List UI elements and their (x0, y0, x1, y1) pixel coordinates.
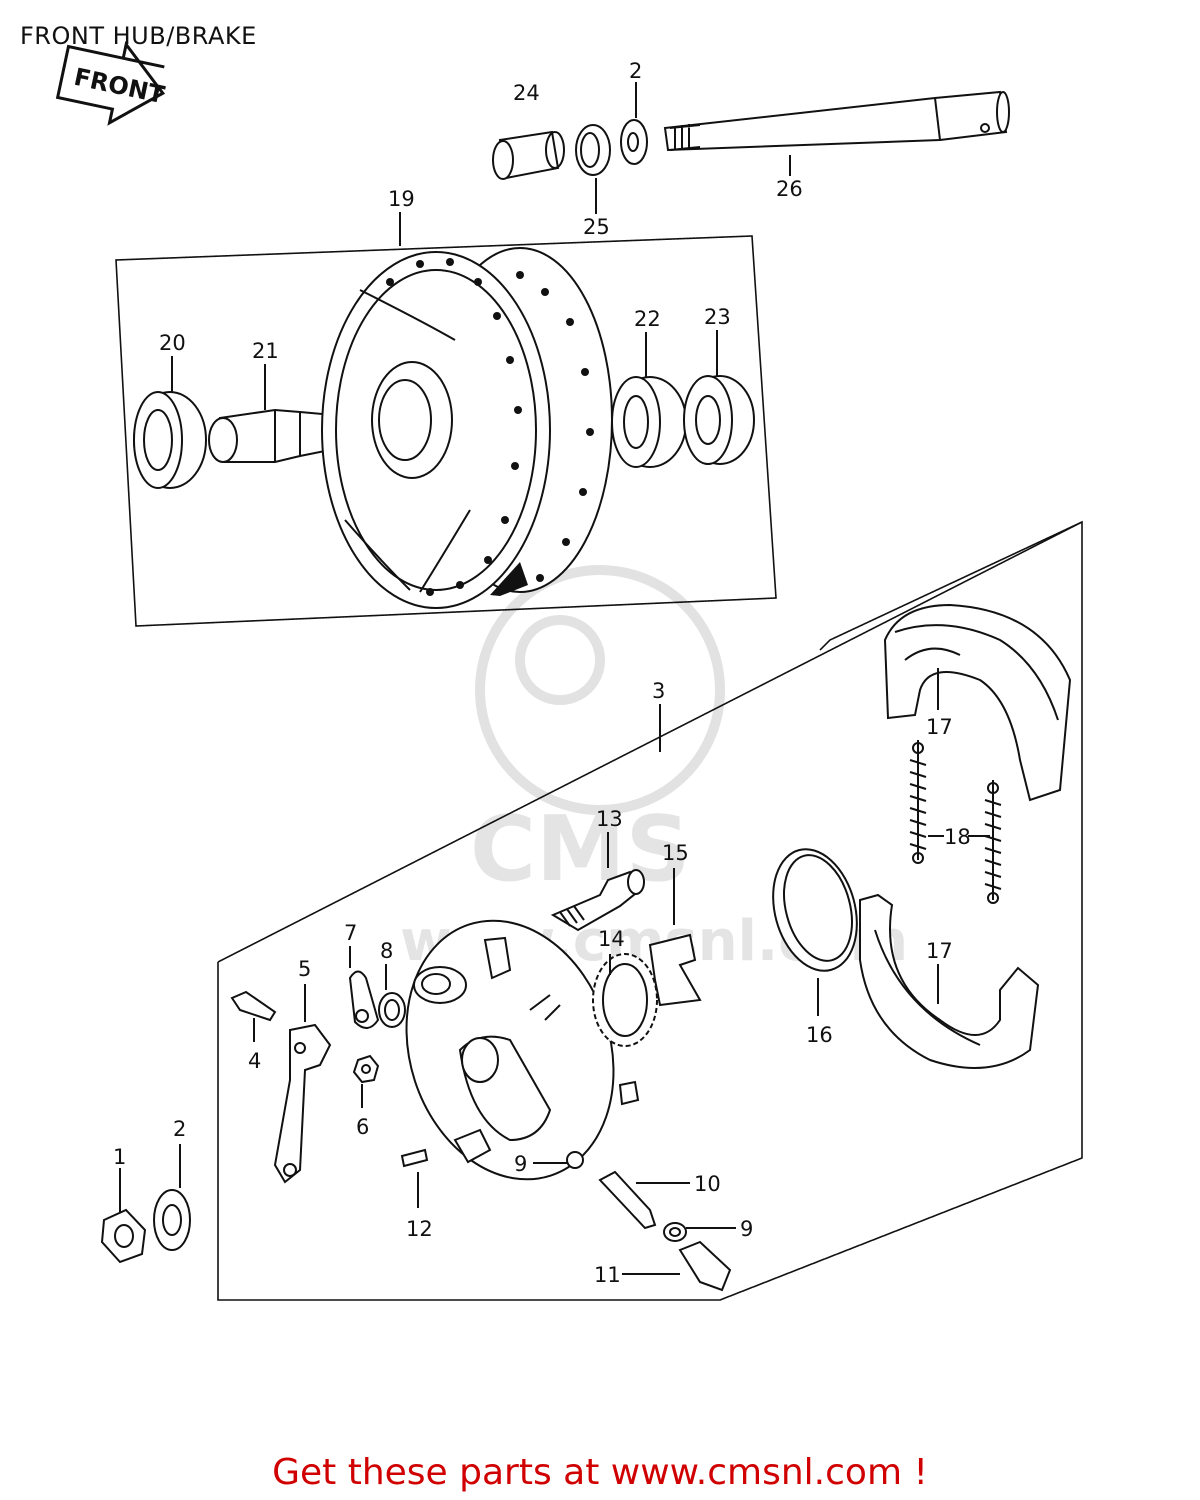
callout-10: 10 (694, 1172, 721, 1196)
part-17-brake-shoe-top (883, 603, 1072, 802)
brake-assembly-frame (217, 520, 1083, 1301)
callout-24: 24 (513, 81, 540, 105)
shop-link-footer[interactable]: Get these parts at www.cmsnl.com ! (272, 1452, 928, 1493)
callout-13: 13 (596, 807, 623, 831)
callout-22: 22 (634, 307, 661, 331)
part-6-nut (352, 1054, 380, 1084)
callout-26: 26 (776, 177, 803, 201)
callout-17-bottom: 17 (926, 939, 953, 963)
callout-15: 15 (662, 841, 689, 865)
part-13-gear-shaft (550, 869, 645, 932)
leader-lines (119, 82, 990, 1275)
part-8-o-ring (378, 992, 406, 1028)
part-19-hub (321, 247, 613, 609)
callout-6: 6 (356, 1115, 369, 1139)
part-1-axle-nut (100, 1208, 147, 1264)
part-17-brake-shoe-bottom (859, 893, 1040, 1069)
callout-16: 16 (806, 1023, 833, 1047)
part-3-brake-panel (405, 919, 640, 1181)
hub-assembly-frame (115, 235, 777, 627)
part-25-collar (575, 124, 611, 176)
callout-labels: 24 2 26 25 19 20 21 22 23 3 17 18 13 15 … (113, 59, 971, 1287)
callout-19: 19 (388, 187, 415, 211)
callout-21: 21 (252, 339, 279, 363)
part-23-oil-seal (683, 375, 755, 465)
callout-23: 23 (704, 305, 731, 329)
part-26-axle (663, 90, 1010, 152)
watermark-brand: CMS (470, 797, 690, 902)
part-4-bolt (230, 990, 277, 1022)
callout-8: 8 (380, 939, 393, 963)
callout-12: 12 (406, 1217, 433, 1241)
callout-2-bottom: 2 (173, 1117, 186, 1141)
callout-1: 1 (113, 1145, 126, 1169)
part-10-fitting (598, 1170, 657, 1230)
callout-3: 3 (652, 679, 665, 703)
part-24-spacer (492, 130, 565, 180)
callout-4: 4 (248, 1049, 261, 1073)
part-16-dust-ring (772, 848, 858, 972)
part-5-cam-lever (273, 1023, 332, 1184)
part-14-speedometer-gear (592, 953, 658, 1047)
part-11-cable-fitting (678, 1240, 732, 1292)
callout-5: 5 (298, 957, 311, 981)
front-direction-arrow: FRONT (55, 41, 168, 126)
callout-14: 14 (598, 927, 625, 951)
part-15-gear-retainer (648, 933, 702, 1007)
part-18-spring-right (984, 780, 1002, 904)
callout-2-top: 2 (629, 59, 642, 83)
part-20-bearing (133, 391, 207, 489)
part-22-bearing (611, 376, 687, 468)
callout-17-top: 17 (926, 715, 953, 739)
part-12-pin (400, 1148, 429, 1168)
part-9-washer-lower (663, 1222, 687, 1242)
callout-7: 7 (344, 921, 357, 945)
callout-20: 20 (159, 331, 186, 355)
callout-9-lower: 9 (740, 1217, 753, 1241)
callout-9-upper: 9 (514, 1152, 527, 1176)
callout-11: 11 (594, 1263, 621, 1287)
part-2-washer-bottom (153, 1189, 191, 1251)
part-7-wear-indicator (348, 970, 380, 1029)
part-2-washer-top (620, 119, 648, 165)
callout-25: 25 (583, 215, 610, 239)
callout-18: 18 (944, 825, 971, 849)
page-title: FRONT HUB/BRAKE (20, 22, 257, 50)
part-18-spring-left (909, 740, 927, 864)
